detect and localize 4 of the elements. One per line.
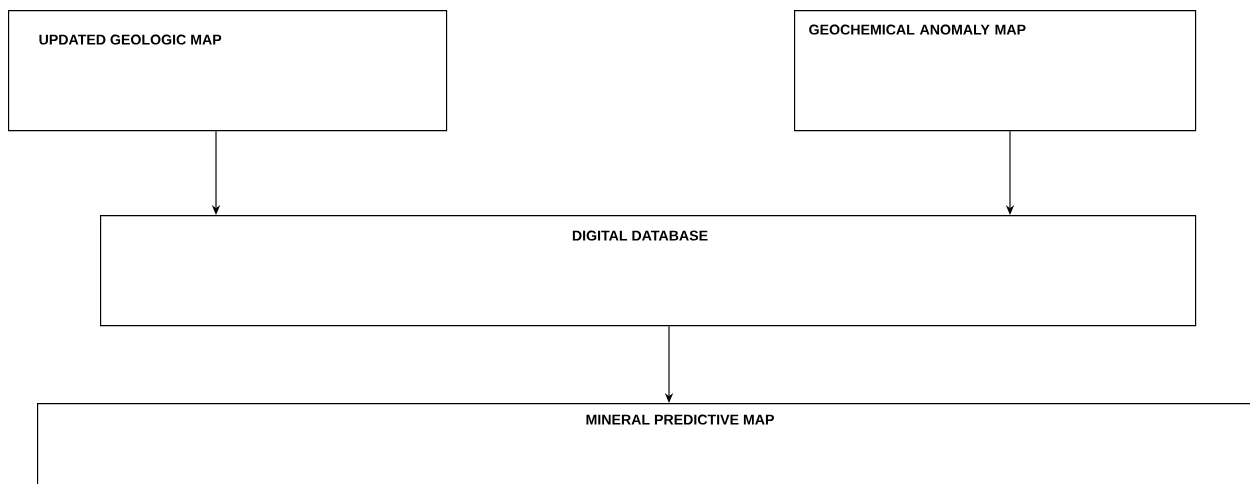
process-box: GEOCHEMICAL ANOMALY MAP xyxy=(794,10,1197,132)
process-box: MINERAL PREDICTIVE MAP xyxy=(37,403,1250,484)
process-box: DIGITAL DATABASE xyxy=(100,215,1197,327)
process-box: UPDATED GEOLOGIC MAP xyxy=(8,10,448,132)
